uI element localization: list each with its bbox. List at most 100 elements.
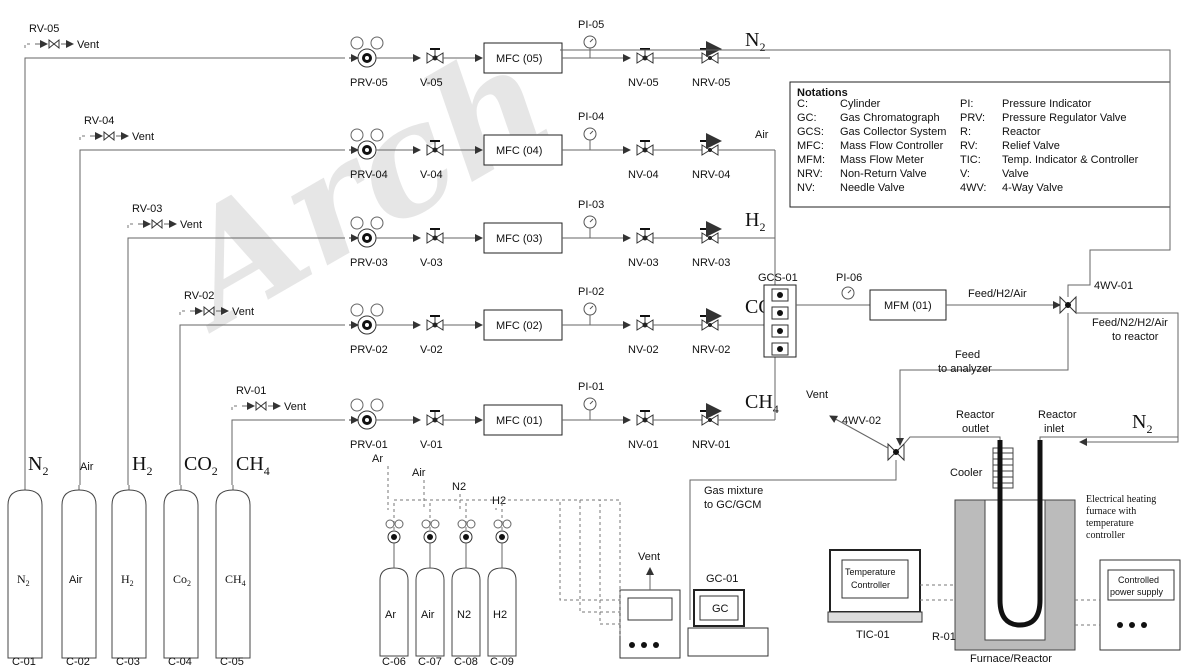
heating-label-3: temperature xyxy=(1086,518,1134,529)
gas-name-label: N2 xyxy=(745,29,765,54)
cylinder-gas-label: Co2 xyxy=(173,572,191,588)
notation-abbr: V: xyxy=(960,168,970,180)
heating-label-1: Electrical heating xyxy=(1086,494,1156,505)
mfc-box xyxy=(483,309,563,341)
notation-abbr: TIC: xyxy=(960,154,981,166)
notation-desc: Valve xyxy=(1002,168,1029,180)
notation-abbr: C: xyxy=(797,98,808,110)
needle-valve-icon xyxy=(636,315,654,331)
gc-line-gas-label: Air xyxy=(412,467,426,479)
gc-cylinder-id-label: C-06 xyxy=(382,656,406,666)
cylinder-id-label: C-02 xyxy=(66,656,90,666)
gas-mixture-label: Gas mixture xyxy=(704,485,763,497)
notation-abbr: 4WV: xyxy=(960,182,987,194)
pressure-gauge-icon xyxy=(583,215,597,229)
nrv-label: NRV-03 xyxy=(692,257,730,269)
nv-label: NV-02 xyxy=(628,344,659,356)
notation-abbr: PI: xyxy=(960,98,973,110)
prv-label: PRV-03 xyxy=(350,257,388,269)
notation-desc: Temp. Indicator & Controller xyxy=(1002,154,1139,166)
notation-abbr: GCS: xyxy=(797,126,824,138)
non-return-valve-icon xyxy=(700,49,720,63)
u-tube-reactor xyxy=(997,440,1043,628)
mfc-label: MFC (02) xyxy=(496,320,542,332)
notation-desc: Mass Flow Controller xyxy=(840,140,944,152)
reactor-inlet-label-1: Reactor xyxy=(1038,409,1077,421)
feed-n2-h2-air-label: Feed/N2/H2/Air xyxy=(1092,317,1168,329)
gcs-label: GCS-01 xyxy=(758,272,798,284)
notation-desc: Pressure Regulator Valve xyxy=(1002,112,1127,124)
non-return-valve-icon xyxy=(700,229,720,243)
cooler-label: Cooler xyxy=(950,467,983,479)
gc-01-label: GC-01 xyxy=(706,573,738,585)
v-label: V-03 xyxy=(420,257,443,269)
prv-label: PRV-01 xyxy=(350,439,388,451)
nrv-label: NRV-02 xyxy=(692,344,730,356)
notation-abbr: PRV: xyxy=(960,112,985,124)
pi-label: PI-04 xyxy=(578,111,604,123)
valve-icon xyxy=(426,410,444,426)
vent-label: Vent xyxy=(232,306,254,318)
power-supply-icon xyxy=(1099,559,1181,651)
cylinder-top-label: Air xyxy=(80,461,94,473)
gc-cylinder-gas-label: Air xyxy=(421,609,435,621)
nrv-label: NRV-05 xyxy=(692,77,730,89)
prv-label: PRV-02 xyxy=(350,344,388,356)
pi-label: PI-01 xyxy=(578,381,604,393)
mfc-box xyxy=(483,42,563,74)
nrv-label: NRV-01 xyxy=(692,439,730,451)
notation-desc: Non-Return Valve xyxy=(840,168,927,180)
cylinder-id-label: C-03 xyxy=(116,656,140,666)
mfc-label: MFC (04) xyxy=(496,145,542,157)
gc-line-gas-label: Ar xyxy=(372,453,383,465)
pressure-gauge-icon xyxy=(583,35,597,49)
notation-desc: 4-Way Valve xyxy=(1002,182,1063,194)
mfc-box xyxy=(483,134,563,166)
gas-name-label: H2 xyxy=(745,209,765,234)
pi-06-label: PI-06 xyxy=(836,272,862,284)
pi-label: PI-02 xyxy=(578,286,604,298)
mfc-label: MFC (05) xyxy=(496,53,542,65)
gc-analyzer-icon xyxy=(619,589,769,659)
gc-cylinder-gas-label: H2 xyxy=(493,609,507,621)
notation-desc: Relief Valve xyxy=(1002,140,1060,152)
needle-valve-icon xyxy=(636,410,654,426)
non-return-valve-icon xyxy=(700,141,720,155)
gc-cylinder-gas-label: Ar xyxy=(385,609,396,621)
non-return-valve-icon xyxy=(700,411,720,425)
notations-title: Notations xyxy=(797,87,848,99)
needle-valve-icon xyxy=(636,228,654,244)
notation-desc: Gas Chromatograph xyxy=(840,112,940,124)
reactor-inlet-label-2: inlet xyxy=(1044,423,1064,435)
pressure-gauge-icon xyxy=(583,302,597,316)
cylinder-top-label: H2 xyxy=(132,453,152,478)
feed-label: Feed xyxy=(955,349,980,361)
gc-vent-label: Vent xyxy=(638,551,660,563)
mfc-label: MFC (01) xyxy=(496,415,542,427)
nv-label: NV-05 xyxy=(628,77,659,89)
mfm-label: MFM (01) xyxy=(884,300,932,312)
vent-label: Vent xyxy=(180,219,202,231)
to-reactor-label: to reactor xyxy=(1112,331,1159,343)
cylinder-top-label: N2 xyxy=(28,453,48,478)
notation-desc: Needle Valve xyxy=(840,182,905,194)
nv-label: NV-01 xyxy=(628,439,659,451)
pi-label: PI-03 xyxy=(578,199,604,211)
nv-label: NV-03 xyxy=(628,257,659,269)
cylinder-top-label: CO2 xyxy=(184,453,218,478)
power-supply-label-1: Controlled xyxy=(1118,575,1159,585)
notation-abbr: MFC: xyxy=(797,140,824,152)
to-analyzer-label: to analyzer xyxy=(938,363,992,375)
